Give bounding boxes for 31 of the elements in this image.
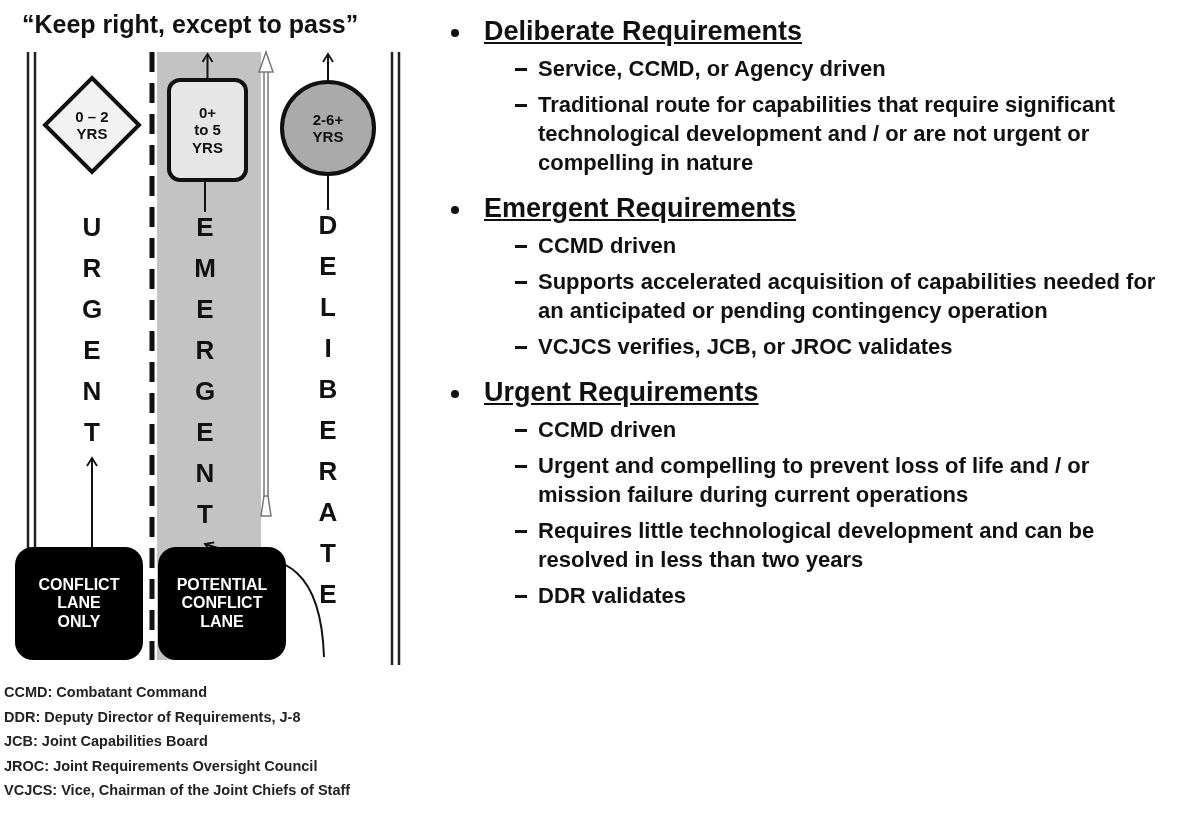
bullet-item: Service, CCMD, or Agency driven: [538, 56, 886, 81]
bullet-item: CCMD driven: [538, 417, 677, 442]
glossary-entry: JROC: Joint Requirements Oversight Council: [4, 756, 319, 776]
lane-label: DELIBERATE: [313, 210, 343, 620]
bullet-item: Traditional route for capabilities that require significant technological development and / or are not urgent or compelling in nature: [538, 92, 1115, 175]
bullet-item: Urgent and compelling to prevent loss of life and / or mission failure during current operations: [538, 453, 1090, 507]
arrow: [201, 53, 214, 79]
lane-sign: POTENTIAL CONFLICT LANE: [158, 547, 286, 660]
timeframe-box: 0+ to 5 YRS: [167, 78, 248, 182]
lane-label: EMERGENT: [190, 212, 220, 540]
glossary-entry: CCMD: Combatant Command: [4, 683, 208, 702]
bullet-item: CCMD driven: [538, 233, 677, 258]
glossary-entry: JCB: Joint Capabilities Board: [4, 732, 209, 751]
bullet-item: DDR validates: [538, 583, 686, 608]
connector-line: [327, 175, 329, 211]
bullet-item: Supports accelerated acquisition of capabilities needed for an anticipated or pending contingency operation: [538, 269, 1156, 323]
lane-label: URGENT: [77, 212, 107, 458]
lane-sign: CONFLICT LANE ONLY: [15, 547, 143, 660]
section-heading: Deliberate Requirements: [484, 16, 803, 46]
title: “Keep right, except to pass”: [22, 10, 359, 39]
timeframe-circle: 2-6+ YRS: [280, 80, 376, 176]
glossary-entry: DDR: Deputy Director of Requirements, J-8: [4, 707, 302, 727]
bullet-item: Requires little technological development and can be resolved in less than two years: [538, 518, 1095, 572]
bullet-item: VCJCS verifies, JCB, or JROC validates: [538, 334, 953, 359]
glossary-entry: VCJCS: Vice, Chairman of the Joint Chiefs of Staff: [4, 781, 351, 800]
connector-line: [204, 181, 206, 213]
arrow: [86, 457, 98, 548]
section-heading: Urgent Requirements: [484, 377, 759, 407]
decision-diamond: 0 – 2 YRS: [42, 75, 142, 175]
arrow: [322, 53, 334, 81]
section-heading: Emergent Requirements: [484, 193, 797, 223]
